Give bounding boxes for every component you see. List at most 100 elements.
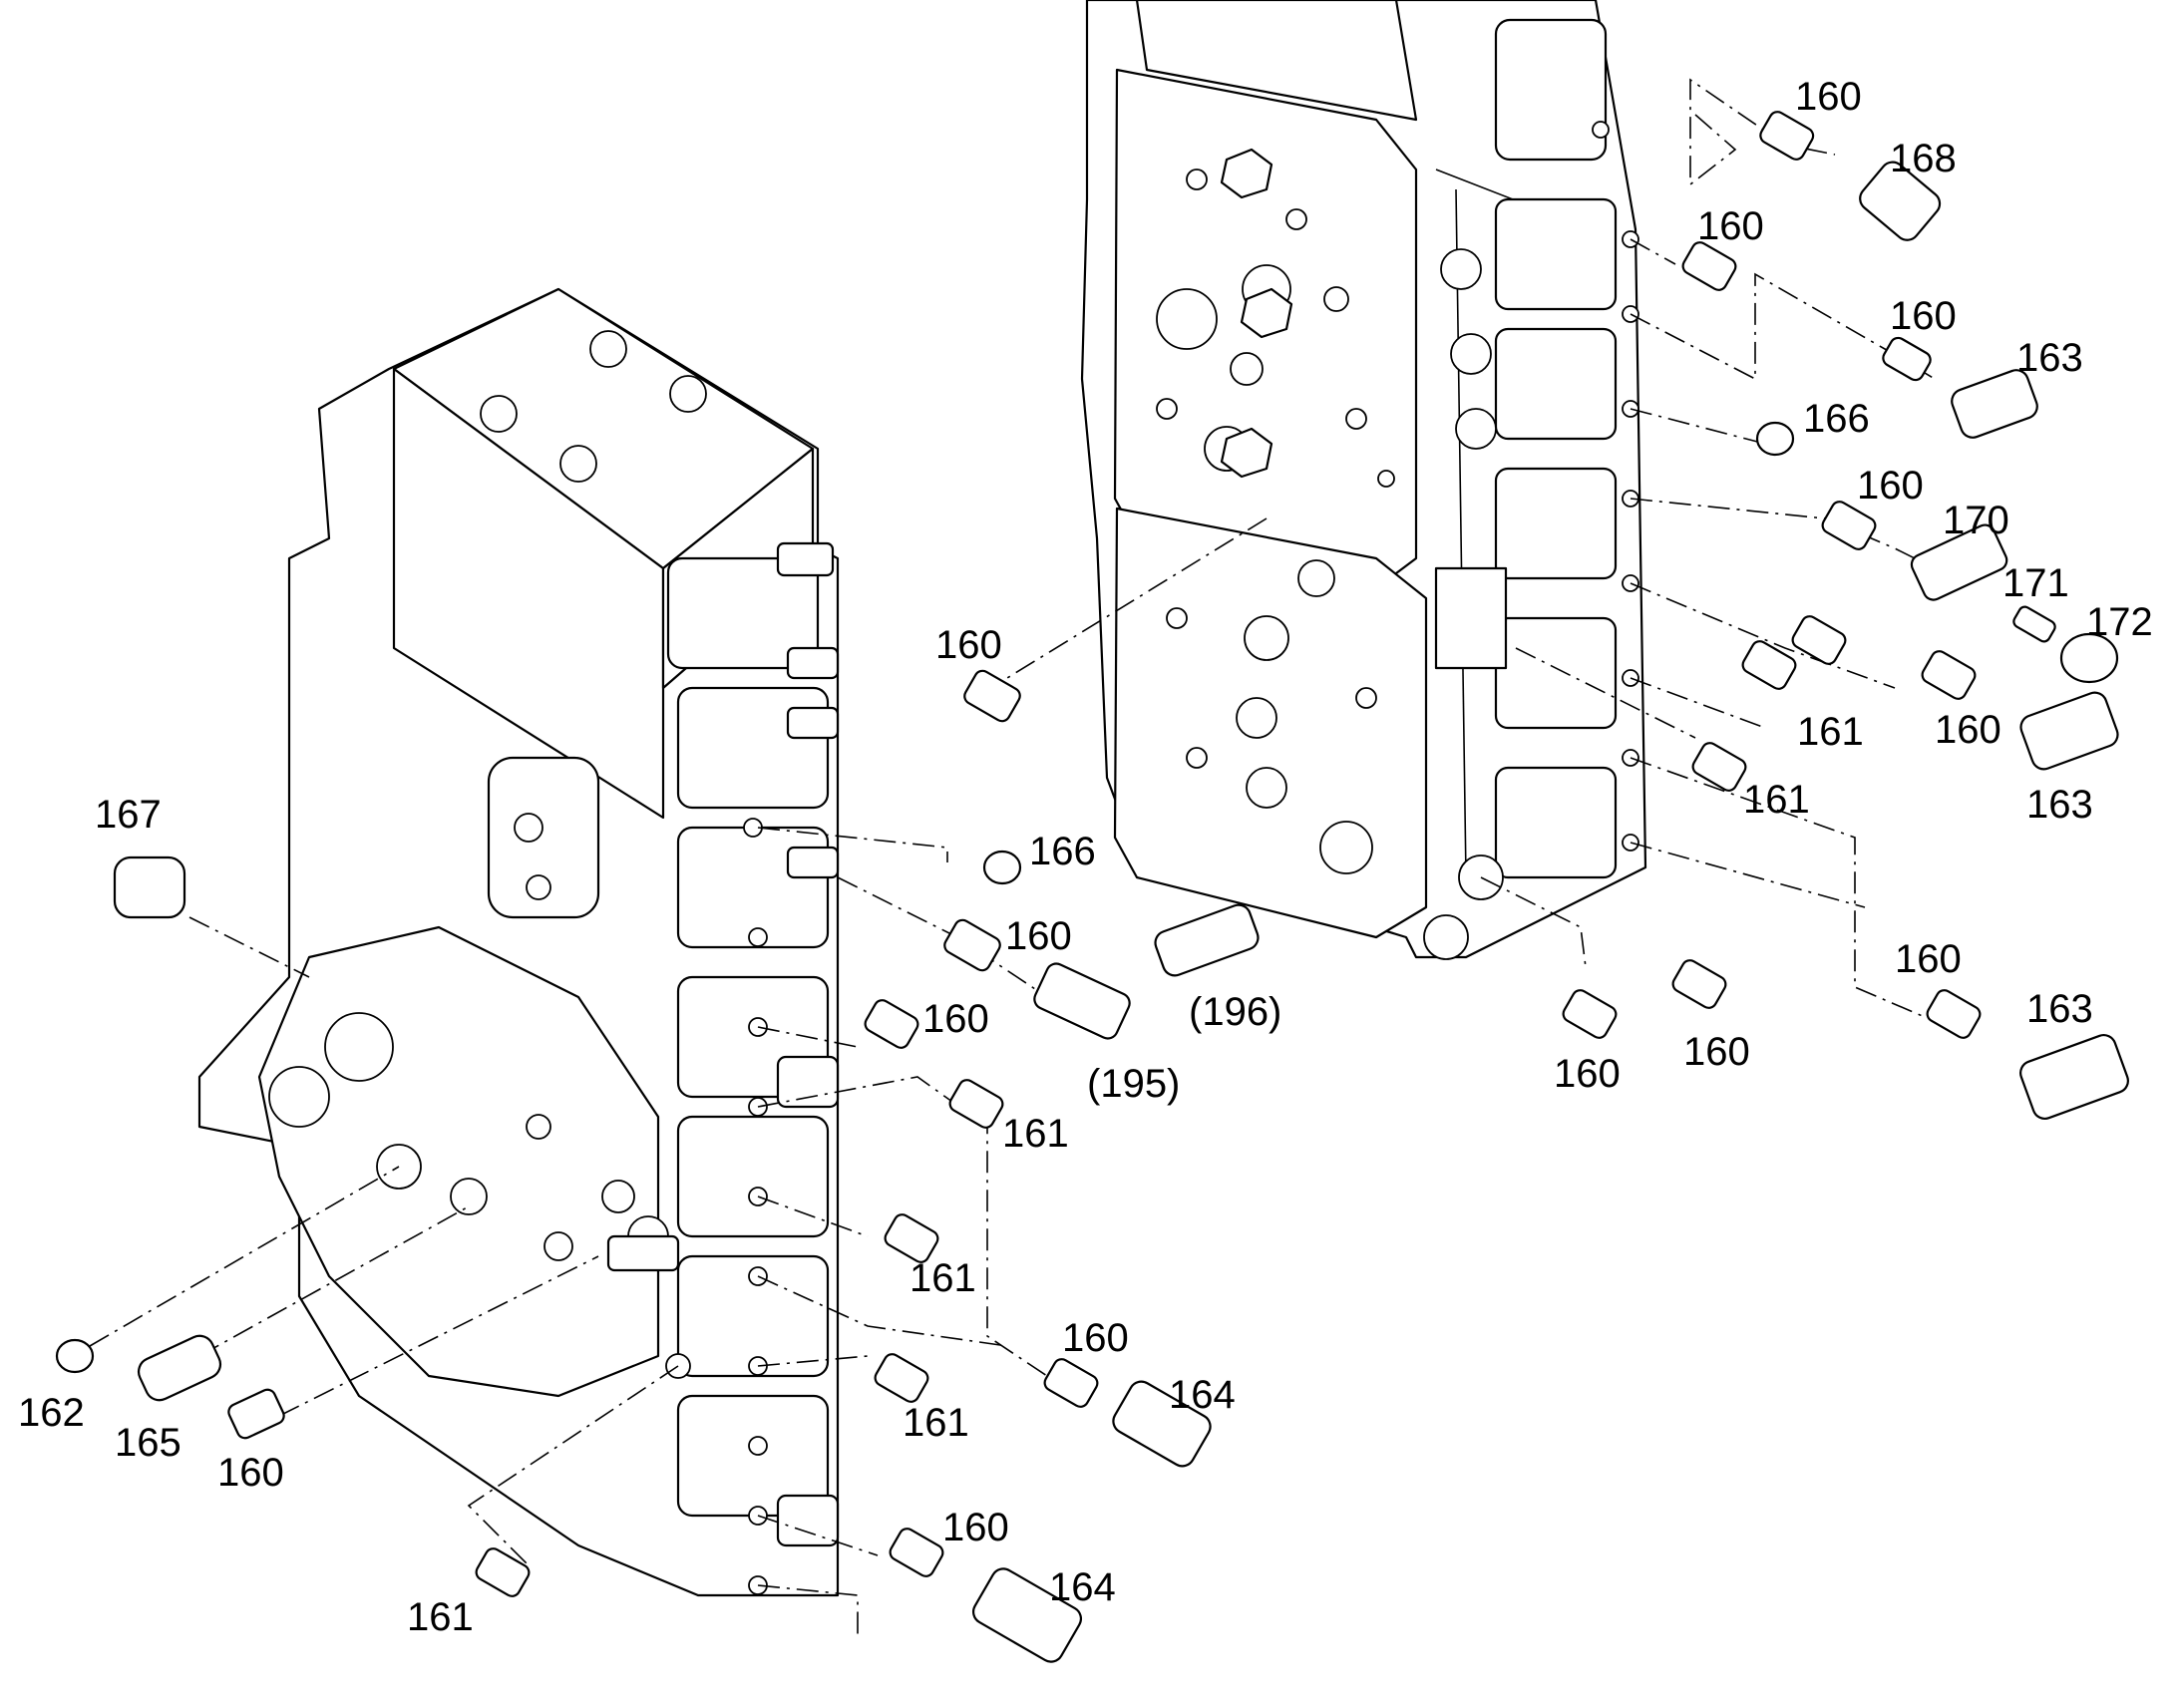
- fitting-160: [963, 669, 1021, 723]
- fitting-160: [1759, 111, 1815, 161]
- fitting-161: [475, 1547, 531, 1597]
- fitting-165: [137, 1334, 222, 1402]
- loose-fittings: [55, 111, 2129, 1663]
- part-label: (195): [1087, 1062, 1180, 1106]
- part-label: 165: [115, 1421, 182, 1465]
- fitting-161: [1791, 615, 1847, 665]
- fitting-160: [227, 1388, 285, 1440]
- part-label: 161: [903, 1401, 969, 1445]
- part-label: 160: [1697, 204, 1764, 248]
- part-label: 161: [1797, 710, 1864, 754]
- fitting-160: [1562, 989, 1618, 1039]
- fitting-160: [1921, 650, 1977, 700]
- part-label: 161: [1743, 778, 1810, 822]
- leader-line: [757, 1196, 869, 1237]
- part-label: 160: [1554, 1052, 1621, 1096]
- leader-line: [757, 1584, 859, 1635]
- part-label: 171: [2002, 561, 2069, 605]
- left-control-valve-body: [197, 287, 840, 1597]
- leader-line: [757, 827, 948, 862]
- leader-line: [467, 1365, 679, 1566]
- part-label: 161: [407, 1595, 474, 1639]
- fitting-160: [889, 1528, 944, 1577]
- part-label: 163: [2026, 783, 2093, 827]
- part-label: 164: [1169, 1373, 1236, 1417]
- elbow-164: [1112, 1380, 1212, 1468]
- part-label: 162: [18, 1391, 85, 1435]
- leader-line: [1630, 757, 1926, 1018]
- leader-line: [757, 1515, 879, 1556]
- part-label: 160: [217, 1451, 284, 1495]
- part-label: 163: [2016, 336, 2083, 380]
- leader-line: [1515, 647, 1696, 739]
- leader-line: [1480, 876, 1587, 968]
- cap-172: [2059, 632, 2119, 684]
- elbow-163: [2019, 1033, 2129, 1121]
- part-label: 172: [2086, 600, 2153, 644]
- leader-line: [1689, 78, 1836, 186]
- part-label: 160: [935, 623, 1002, 667]
- part-label: 160: [1857, 464, 1924, 508]
- part-label: 160: [1005, 914, 1072, 958]
- part-label: 160: [1062, 1316, 1129, 1360]
- elbow-168: [1859, 161, 1942, 241]
- leader-line: [1630, 842, 1866, 908]
- part-label: 160: [1683, 1030, 1750, 1074]
- fitting-160: [1926, 989, 1982, 1039]
- leader-line: [89, 1166, 400, 1347]
- fitting-196: [1154, 903, 1260, 977]
- part-label: 164: [1049, 1565, 1116, 1609]
- plug-167: [113, 855, 186, 919]
- part-label: 160: [1890, 294, 1957, 338]
- tee-195: [1033, 962, 1131, 1040]
- elbow-163: [2019, 691, 2119, 771]
- leader-line: [278, 1255, 599, 1417]
- leader-line: [1630, 498, 1956, 579]
- part-labels: 160 168 160 160 163 166 160 170 171 172 …: [18, 75, 2153, 1639]
- leader-line: [1630, 408, 1766, 445]
- part-label: (196): [1189, 990, 1281, 1034]
- part-label: 166: [1029, 830, 1096, 873]
- fitting-160: [1671, 959, 1727, 1009]
- leader-line: [1630, 582, 1896, 689]
- part-label: 168: [1890, 137, 1957, 180]
- fitting-161: [874, 1353, 929, 1403]
- part-label: 167: [95, 793, 162, 837]
- fitting-161: [1691, 742, 1747, 792]
- fitting-171: [2012, 605, 2056, 643]
- part-label: 163: [2026, 987, 2093, 1031]
- leader-line: [1630, 238, 1676, 265]
- plug-162: [55, 1338, 95, 1374]
- part-label: 161: [909, 1256, 976, 1300]
- fitting-160: [1882, 336, 1932, 382]
- fitting-161: [884, 1213, 939, 1263]
- fitting-161: [948, 1079, 1004, 1129]
- part-label: 161: [1002, 1112, 1069, 1156]
- right-control-valve-body: [1080, 0, 1647, 960]
- leader-line: [1006, 517, 1268, 679]
- leader-line: [198, 1205, 470, 1357]
- fitting-160: [1043, 1358, 1099, 1408]
- leader-line: [1630, 677, 1766, 729]
- part-label: 160: [1935, 708, 2001, 752]
- leader-line: [757, 1355, 869, 1367]
- part-label: 160: [942, 1506, 1009, 1549]
- leader-line: [1630, 272, 1936, 381]
- fitting-160: [864, 999, 919, 1049]
- leader-line: [757, 1275, 1008, 1347]
- plug-166: [1755, 421, 1795, 457]
- fitting-161: [1741, 640, 1797, 690]
- leader-line: [757, 1026, 859, 1048]
- fitting-160: [1821, 501, 1877, 550]
- plug-166: [982, 850, 1022, 885]
- elbow-163: [1951, 369, 2038, 439]
- part-label: 166: [1803, 397, 1870, 441]
- tee-170: [1910, 523, 2008, 601]
- part-label: 170: [1943, 499, 2009, 542]
- part-label: 160: [922, 997, 989, 1041]
- elbow-164: [971, 1567, 1083, 1663]
- fitting-160: [1681, 241, 1737, 291]
- fitting-160: [943, 918, 1001, 972]
- part-label: 160: [1895, 937, 1962, 981]
